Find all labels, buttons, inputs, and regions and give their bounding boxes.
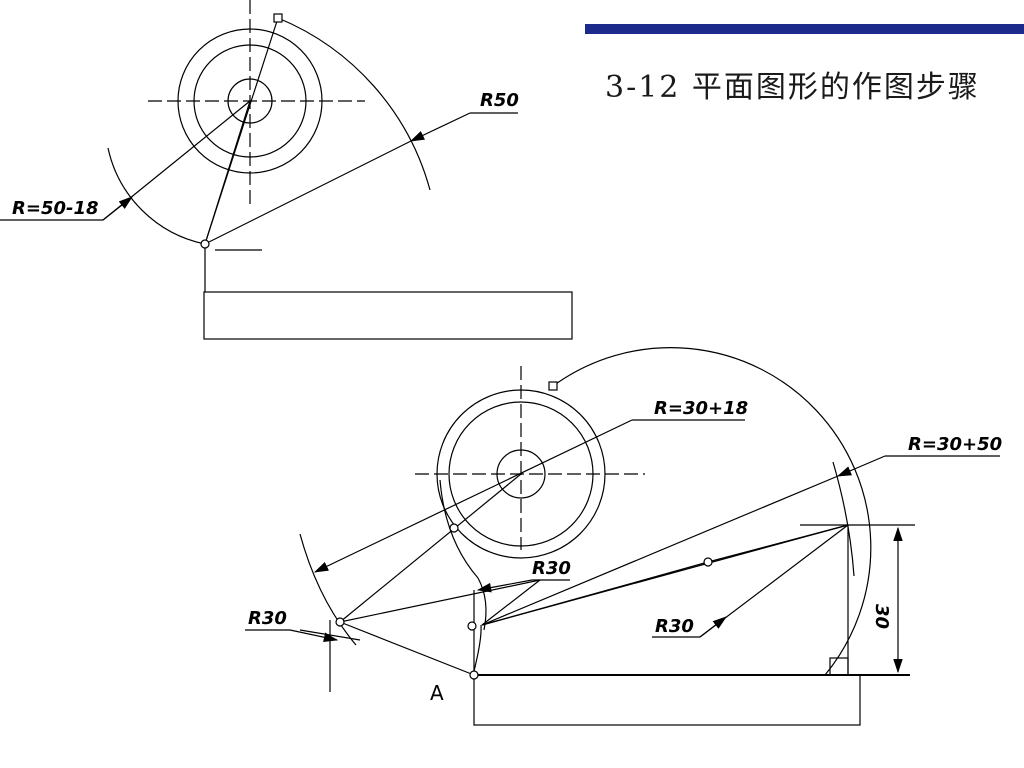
bottom-r30-left-arrow [289,629,339,642]
top-r-diff-arc [107,147,206,245]
bottom-r30-upper-arrow [476,579,533,593]
bottom-line-tangent-right [707,524,849,563]
bottom-line-left-a [339,621,475,676]
bottom-r30p50-arrow [836,455,886,477]
bottom-line-left-center [339,473,522,623]
label-r-diff: R=50-18 [12,198,99,219]
top-base-rect [203,291,573,340]
bottom-base-rect [473,674,861,726]
bottom-r30p18-leader-arrow [313,419,633,573]
bottom-left-arc [439,479,479,579]
bottom-right-angle-box [829,657,849,676]
label-r30-left: R30 [248,608,287,629]
bottom-line-pt-tangent [481,561,709,626]
label-r50: R50 [480,90,519,111]
bottom-point-arc-tangent [703,557,713,567]
bottom-point-top-tangent [548,381,558,391]
bottom-figure [245,347,1000,726]
top-rdiff-arrow [102,196,133,221]
bottom-line-left-r30 [339,579,541,623]
bottom-r30p50-line [481,475,839,626]
bottom-left-construct-arc [299,533,357,646]
label-r30-right: R30 [655,616,694,637]
label-r30-plus-18: R=30+18 [654,398,748,419]
top-r50-leader-arrow [409,112,471,142]
bottom-point-a [469,670,479,680]
bottom-point-left [335,617,345,627]
title-accent-bar [585,24,1024,34]
label-dim-30: 30 [871,604,892,629]
bottom-big-arc [552,347,872,676]
bottom-line-pt-r30 [481,579,541,626]
bottom-point-circle-tangent [449,523,459,533]
top-construct-line-2 [204,17,279,245]
slide-title: 3-12 平面图形的作图步骤 [605,70,980,105]
bottom-r30-right-arrow [699,616,727,638]
top-construct-line-3 [204,140,412,245]
bottom-left-arc-2 [477,577,487,631]
label-r30-plus-50: R=30+50 [908,434,1002,455]
bottom-point-mid [467,621,477,631]
top-figure [0,0,573,340]
top-point-center [200,239,210,249]
top-r50-arc [277,17,431,191]
label-point-a: A [430,681,444,705]
label-r30-upper: R30 [532,558,571,579]
top-point-tangent [273,13,283,23]
bottom-right-construct-arc [832,461,855,577]
